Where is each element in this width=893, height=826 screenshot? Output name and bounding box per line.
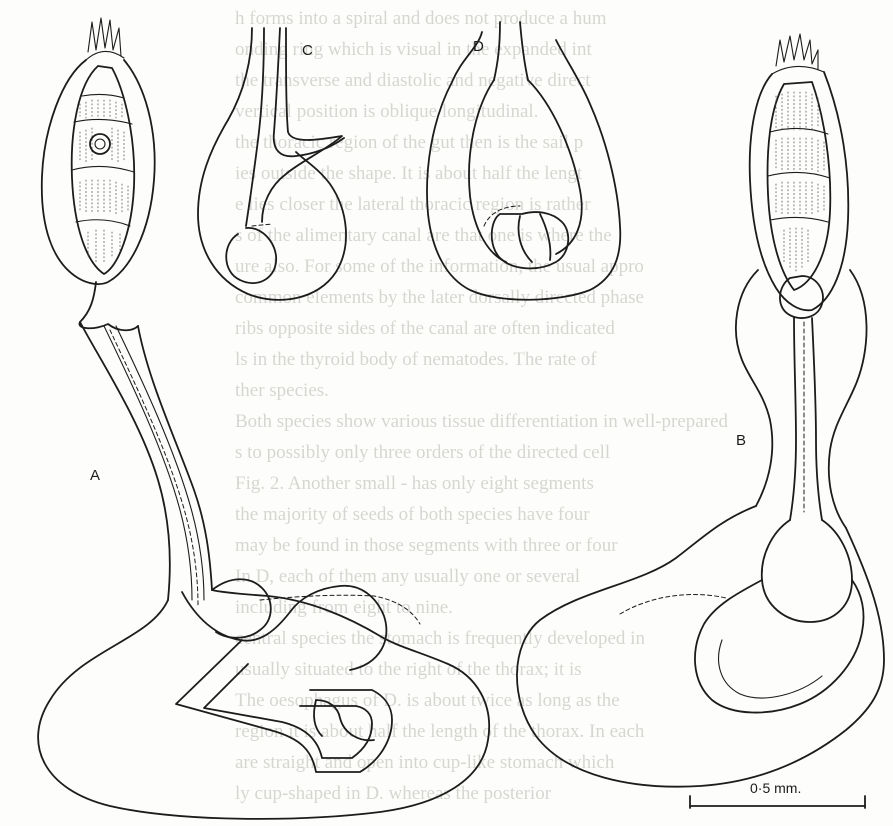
panel-b-stomach-upper — [780, 276, 823, 318]
panel-b-tube-1 — [790, 318, 796, 520]
panel-b-sheath-left — [736, 270, 772, 506]
panel-d-dashed — [484, 206, 520, 226]
panel-label-a: A — [90, 467, 100, 484]
panel-label-c: C — [302, 42, 313, 59]
panel-d-tube — [494, 22, 528, 80]
scale-bar — [690, 796, 865, 808]
panel-a-crown — [86, 18, 124, 60]
panel-a-drawing — [38, 18, 489, 819]
panel-b-muscle-stipple — [776, 92, 824, 272]
panel-a-muscle-stipple — [80, 100, 128, 264]
panel-d-sac-outer — [427, 32, 620, 300]
panel-c-sac-outer — [198, 28, 346, 300]
panel-c-dashed — [252, 224, 272, 226]
panel-c-drawing — [198, 28, 346, 300]
scale-bar-label: 0·5 mm. — [750, 780, 801, 796]
panel-b-abdomen-dashed — [620, 595, 726, 614]
panel-d-inner-loop — [469, 80, 582, 262]
panel-a-ganglion-inner — [95, 139, 105, 149]
panel-a-stalk-left — [79, 282, 138, 330]
panel-b-segment-lines — [768, 128, 830, 222]
panel-a-stalk-inner-2 — [116, 326, 204, 600]
panel-b-sheath-right — [829, 270, 867, 528]
panel-b-drawing — [517, 34, 884, 787]
panel-a-stalk-outer-left — [80, 322, 170, 600]
panel-b-thorax-inner — [768, 82, 831, 290]
panel-d-drawing — [427, 22, 620, 300]
panel-a-ganglion — [90, 134, 110, 154]
panel-c-tube-left — [246, 28, 264, 226]
panel-a-segment-lines — [72, 94, 134, 226]
panel-a-rect-loop-inner — [204, 664, 372, 758]
panel-a-abdomen-outer — [38, 590, 489, 819]
panel-a-stalk-outer-right — [138, 326, 212, 590]
panel-label-d: D — [473, 38, 484, 55]
panel-d-stomach-fold — [519, 214, 551, 262]
panel-b-intestine-inner — [719, 640, 822, 698]
panel-a-thorax-outer — [42, 60, 155, 284]
panel-b-thorax-outer — [750, 72, 849, 310]
panel-b-abdomen-outer — [517, 506, 884, 787]
panel-c-stomach-oval — [226, 228, 276, 283]
panel-b-stomach-lower — [762, 520, 852, 622]
panel-a-stomach — [212, 579, 271, 638]
panel-b-tube-2 — [812, 318, 822, 520]
panel-label-b: B — [736, 432, 746, 449]
panel-b-crown — [772, 34, 824, 74]
